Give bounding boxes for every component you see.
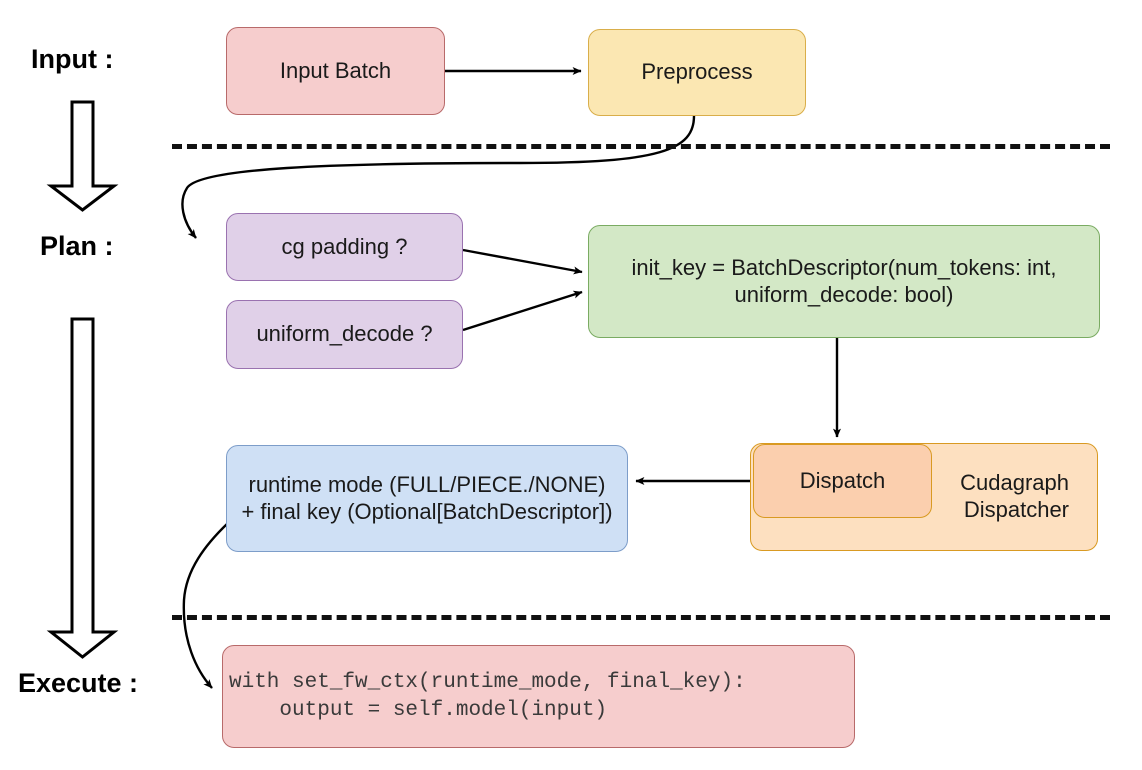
execute-code-line-2: output = self.model(input) [229, 698, 608, 722]
node-execute-code[interactable]: with set_fw_ctx(runtime_mode, final_key)… [222, 645, 855, 748]
node-runtime-mode[interactable]: runtime mode (FULL/PIECE./NONE) + final … [226, 445, 628, 552]
stage-block-arrow-plan-to-execute [46, 317, 119, 659]
runtime-mode-line-1: runtime mode (FULL/PIECE./NONE) [248, 471, 606, 497]
edge-cg-padding-to-init-key [462, 248, 583, 275]
init-key-line-1: init_key = BatchDescriptor(num_tokens: i… [631, 254, 1057, 280]
node-dispatch[interactable]: Dispatch [753, 444, 932, 518]
node-cg-padding[interactable]: cg padding ? [226, 213, 463, 281]
cudagraph-dispatcher-line-2: Dispatcher [963, 497, 1069, 522]
node-uniform-decode[interactable]: uniform_decode ? [226, 300, 463, 369]
separator-plan-execute [172, 615, 1110, 620]
edge-uniform-decode-to-init-key [462, 290, 583, 332]
separator-input-plan [172, 144, 1110, 149]
node-input-batch[interactable]: Input Batch [226, 27, 445, 115]
node-preprocess[interactable]: Preprocess [588, 29, 806, 116]
init-key-line-2: uniform_decode: bool) [734, 281, 954, 307]
cudagraph-dispatcher-line-1: Cudagraph [960, 470, 1069, 496]
node-init-key[interactable]: init_key = BatchDescriptor(num_tokens: i… [588, 225, 1100, 338]
stage-label-input: Input : [31, 44, 114, 74]
stage-label-plan: Plan : [40, 231, 114, 261]
execute-code-line-1: with set_fw_ctx(runtime_mode, final_key)… [229, 670, 746, 694]
stage-block-arrow-input-to-plan [46, 100, 119, 212]
runtime-mode-line-2: + final key (Optional[BatchDescriptor]) [241, 498, 613, 524]
stage-label-execute: Execute : [18, 668, 139, 698]
